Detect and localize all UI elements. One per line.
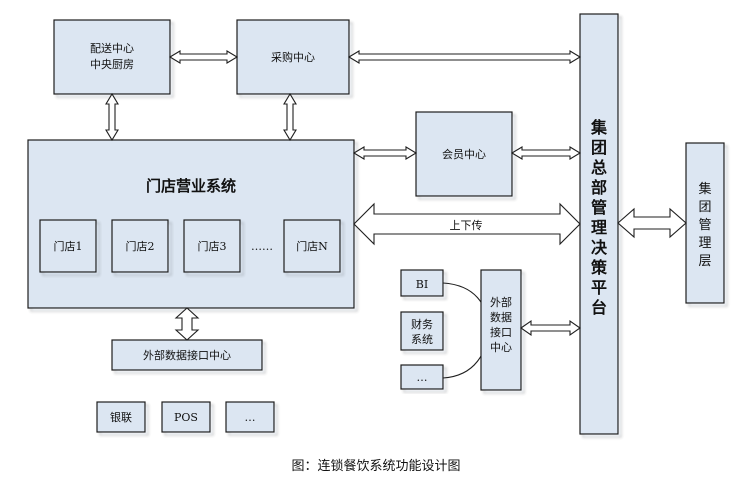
store-1-box bbox=[39, 219, 97, 273]
bi-label: BI bbox=[416, 278, 428, 291]
hq-char-5: 管 bbox=[591, 198, 607, 217]
external-hq-arrow bbox=[520, 319, 581, 337]
hq-char-9: 平 bbox=[591, 278, 607, 297]
group-mgmt-char-1: 集 bbox=[698, 181, 711, 197]
store-2-label: 门店2 bbox=[126, 239, 155, 253]
hq-char-2: 团 bbox=[591, 138, 607, 157]
store-member-arrow bbox=[352, 146, 418, 160]
group-mgmt-char-5: 层 bbox=[698, 254, 711, 269]
unionpay-label: 银联 bbox=[110, 410, 132, 424]
hq-char-6: 理 bbox=[591, 218, 607, 237]
member-center-label: 会员中心 bbox=[442, 148, 486, 161]
finance-label-2: 系统 bbox=[411, 333, 433, 346]
procurement-center-label: 采购中心 bbox=[271, 50, 315, 64]
external-interface-right-label-1: 外部 bbox=[490, 295, 512, 309]
external-interface-right-box bbox=[480, 269, 522, 391]
store-1-label: 门店1 bbox=[54, 239, 83, 253]
store-n-label: 门店N bbox=[296, 239, 328, 253]
pos-label: POS bbox=[174, 411, 198, 424]
procurement-hq-arrow bbox=[347, 50, 582, 64]
hq-char-10: 台 bbox=[591, 298, 607, 317]
finance-label-1: 财务 bbox=[411, 317, 433, 331]
external-interface-left-label: 外部数据接口中心 bbox=[143, 348, 231, 362]
ellipsis-small-box bbox=[400, 364, 444, 390]
distribution-center-box bbox=[53, 19, 171, 95]
store-3-label: 门店3 bbox=[198, 239, 227, 253]
external-interface-left-box bbox=[111, 339, 263, 371]
hq-char-1: 集 bbox=[590, 118, 608, 137]
hq-char-7: 决 bbox=[591, 238, 608, 257]
store-n-box bbox=[283, 219, 341, 273]
group-mgmt-box bbox=[685, 142, 725, 304]
unionpay-box bbox=[96, 401, 146, 433]
distribution-procurement-arrow bbox=[168, 50, 239, 64]
store-external-arrow bbox=[174, 307, 200, 341]
hq-char-4: 部 bbox=[591, 178, 607, 197]
distribution-center-label-1: 配送中心 bbox=[90, 41, 134, 55]
hq-char-8: 策 bbox=[590, 258, 608, 277]
distribution-store-arrow bbox=[105, 92, 119, 142]
group-mgmt-char-2: 团 bbox=[698, 200, 711, 215]
group-mgmt-char-4: 理 bbox=[698, 236, 711, 251]
procurement-center-box bbox=[236, 19, 350, 95]
store-system-title: 门店营业系统 bbox=[146, 177, 236, 195]
procurement-store-arrow bbox=[283, 92, 297, 142]
finance-box bbox=[400, 311, 444, 351]
member-center-box bbox=[415, 111, 513, 197]
upload-download-label: 上下传 bbox=[450, 219, 483, 232]
upload-download-arrow bbox=[353, 202, 581, 246]
hq-char-3: 总 bbox=[591, 158, 607, 177]
ellipsis-small-label: … bbox=[417, 371, 428, 384]
bottom-ellipsis-box bbox=[225, 401, 275, 433]
hq-platform-box bbox=[579, 13, 619, 435]
external-interface-right-label-4: 中心 bbox=[490, 341, 512, 354]
figure-caption: 图：连锁餐饮系统功能设计图 bbox=[291, 458, 460, 474]
bottom-ellipsis-label: … bbox=[245, 411, 256, 424]
hq-group-arrow bbox=[617, 207, 687, 239]
store-3-box bbox=[183, 219, 241, 273]
member-hq-arrow bbox=[510, 146, 582, 160]
group-mgmt-char-3: 管 bbox=[698, 218, 711, 233]
bi-box bbox=[400, 269, 444, 297]
external-interface-right-label-2: 数据 bbox=[490, 310, 512, 324]
store-ellipsis: …… bbox=[251, 240, 273, 253]
pos-box bbox=[161, 401, 211, 433]
distribution-center-label-2: 中央厨房 bbox=[90, 58, 134, 71]
hq-platform-label: 集 团 总 部 管 理 决 策 平 台 bbox=[590, 118, 608, 317]
store-2-box bbox=[111, 219, 169, 273]
external-interface-right-label-3: 接口 bbox=[490, 326, 512, 339]
